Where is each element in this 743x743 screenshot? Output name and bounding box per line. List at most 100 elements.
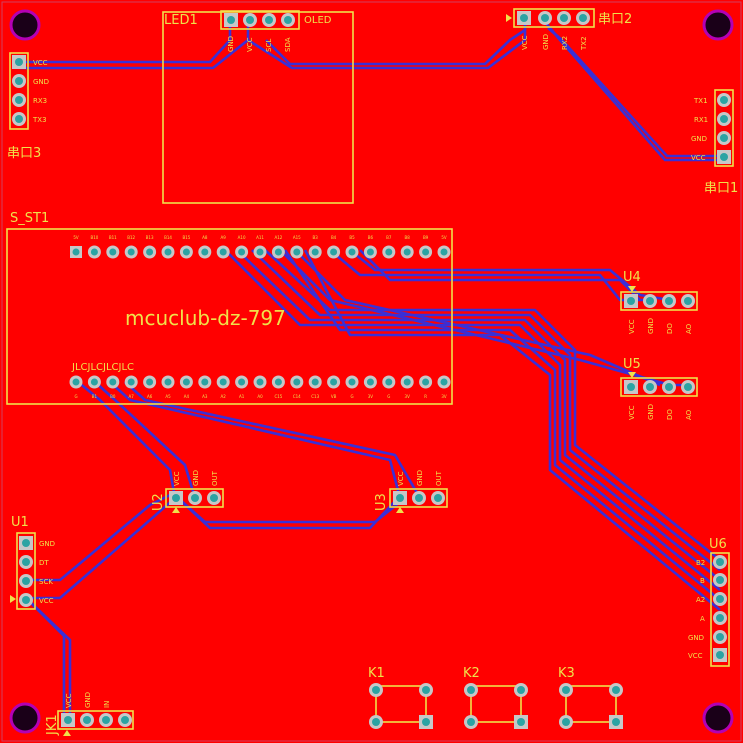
s-st1-top-pin-label-21: 5V bbox=[441, 235, 447, 240]
led1-pin-3: SCL bbox=[265, 39, 273, 52]
uart2-pin-3: RX2 bbox=[561, 36, 569, 50]
u1-pin-1: GND bbox=[39, 540, 55, 548]
s-st1-top-pin-label-20: B9 bbox=[423, 235, 429, 240]
uart1-ref: 串口1 bbox=[704, 181, 738, 196]
s-st1-top-pin-label-8: A8 bbox=[202, 235, 208, 240]
s-st1-top-pin-hole-14 bbox=[311, 248, 319, 256]
mounting-holes bbox=[9, 9, 734, 734]
component-u3: U3 VCC GND OUT bbox=[374, 470, 448, 513]
component-u4: U4 VCC GND DO AO bbox=[620, 270, 698, 334]
s-st1-top-pin-hole-6 bbox=[164, 248, 172, 256]
u1-pin-2: DT bbox=[39, 559, 49, 567]
jk1-pin-2: GND bbox=[84, 692, 92, 708]
uart1-pin-2: RX1 bbox=[694, 116, 708, 124]
s-st1-top-pin-label-7: B15 bbox=[182, 235, 190, 240]
s-st1-bottom-pin-hole-7 bbox=[182, 378, 190, 386]
s-st1-top-pin-hole-11 bbox=[256, 248, 264, 256]
u6-pin-3: A2 bbox=[696, 596, 705, 604]
s-st1-top-pin-label-19: B8 bbox=[405, 235, 411, 240]
mounting-hole-top-left bbox=[9, 9, 41, 41]
s-st1-top-pin-hole-19 bbox=[403, 248, 411, 256]
u2-ref: U2 bbox=[151, 493, 166, 511]
s-st1-top-pin-hole-5 bbox=[146, 248, 154, 256]
s-st1-bottom-pin-label-13: C14 bbox=[293, 394, 301, 399]
s-st1-bottom-pin-label-9: A2 bbox=[221, 394, 227, 399]
led1-ref: LED1 bbox=[164, 13, 198, 28]
s-st1-bottom-pin-label-14: C13 bbox=[311, 394, 319, 399]
uart3-pin-2: GND bbox=[33, 78, 49, 86]
led1-label: OLED bbox=[304, 15, 332, 26]
s-st1-top-pin-label-16: B5 bbox=[349, 235, 355, 240]
s-st1-top-pin-hole-12 bbox=[274, 248, 282, 256]
s-st1-bottom-pin-label-1: G bbox=[74, 394, 77, 399]
s-st1-bottom-pin-hole-20 bbox=[422, 378, 430, 386]
u5-ref: U5 bbox=[623, 357, 641, 372]
component-led1: LED1 OLED GND VCC SCL SDA bbox=[162, 10, 354, 204]
uart2-pin-4: TX2 bbox=[580, 36, 588, 51]
u2-pin-1: VCC bbox=[173, 471, 181, 486]
component-u5: U5 VCC GND DO AO bbox=[620, 357, 698, 420]
mounting-hole-bottom-left bbox=[9, 702, 41, 734]
s-st1-top-pin-label-6: B14 bbox=[164, 235, 172, 240]
s-st1-bottom-pin-label-7: A4 bbox=[184, 394, 190, 399]
component-u1: U1 GND DT SCK VCC bbox=[10, 515, 55, 610]
u1-pin-4: VCC bbox=[39, 597, 54, 605]
s-st1-top-pin-hole-7 bbox=[182, 248, 190, 256]
s-st1-bottom-pin-hole-18 bbox=[385, 378, 393, 386]
s-st1-top-pin-label-2: B10 bbox=[90, 235, 98, 240]
s-st1-bottom-pin-label-5: A6 bbox=[147, 394, 153, 399]
component-uart2: 串口2 VCC GND RX2 TX2 bbox=[506, 8, 632, 51]
s-st1-bottom-pin-hole-5 bbox=[146, 378, 154, 386]
s-st1-top-pin-hole-3 bbox=[109, 248, 117, 256]
s-st1-top-pin-label-18: B7 bbox=[386, 235, 392, 240]
s-st1-bottom-pin-hole-9 bbox=[219, 378, 227, 386]
s-st1-bottom-pin-label-3: B0 bbox=[110, 394, 116, 399]
component-k2: K2 bbox=[463, 666, 528, 729]
s-st1-top-pin-hole-1 bbox=[72, 248, 80, 256]
jk1-pin-3: IN bbox=[103, 701, 111, 708]
jk1-pin-1: VCC bbox=[65, 693, 73, 708]
uart1-pin-3: GND bbox=[691, 135, 707, 143]
s-st1-bottom-pin-label-6: A5 bbox=[165, 394, 171, 399]
s-st1-top-pin-hole-21 bbox=[440, 248, 448, 256]
led1-pads bbox=[224, 13, 295, 27]
u3-pin-3: OUT bbox=[435, 470, 443, 486]
mounting-hole-top-right bbox=[702, 9, 734, 41]
s-st1-label: JLCJLCJLCJLC bbox=[71, 362, 134, 373]
s-st1-top-pin-hole-17 bbox=[366, 248, 374, 256]
k1-ref: K1 bbox=[368, 666, 385, 681]
uart2-pin-1: VCC bbox=[521, 35, 529, 50]
u4-pin-4: AO bbox=[685, 323, 693, 334]
uart1-pin-1: TX1 bbox=[693, 97, 708, 105]
s-st1-bottom-pin-hole-14 bbox=[311, 378, 319, 386]
s-st1-top-pin-hole-10 bbox=[238, 248, 246, 256]
s-st1-bottom-pin-hole-16 bbox=[348, 378, 356, 386]
s-st1-bottom-pin-hole-17 bbox=[366, 378, 374, 386]
led1-pin-2: VCC bbox=[246, 37, 254, 52]
s-st1-bottom-pin-label-15: VB bbox=[331, 394, 337, 399]
u5-pin-1: VCC bbox=[628, 405, 636, 420]
s-st1-top-pin-label-3: B11 bbox=[109, 235, 117, 240]
uart3-pin-3: RX3 bbox=[33, 97, 47, 105]
led1-pin-1: GND bbox=[227, 36, 235, 52]
u4-pin-1: VCC bbox=[628, 319, 636, 334]
s-st1-bottom-pin-hole-13 bbox=[293, 378, 301, 386]
s-st1-top-pin-hole-13 bbox=[293, 248, 301, 256]
s-st1-top-pin-hole-20 bbox=[422, 248, 430, 256]
s-st1-bottom-pin-hole-1 bbox=[72, 378, 80, 386]
u2-pin-3: OUT bbox=[211, 470, 219, 486]
u6-pin-4: A bbox=[700, 615, 705, 623]
s-st1-bottom-pin-hole-19 bbox=[403, 378, 411, 386]
s-st1-top-pin-label-13: A15 bbox=[293, 235, 301, 240]
s-st1-bottom-pin-label-17: 3V bbox=[368, 394, 374, 399]
uart3-ref: 串口3 bbox=[7, 146, 41, 161]
s-st1-top-pin-hole-16 bbox=[348, 248, 356, 256]
s-st1-bottom-pin-hole-3 bbox=[109, 378, 117, 386]
board-title: mcuclub-dz-797 bbox=[125, 306, 286, 330]
s-st1-bottom-pin-hole-2 bbox=[90, 378, 98, 386]
uart1-pin-4: VCC bbox=[691, 154, 706, 162]
u3-pin-1: VCC bbox=[397, 471, 405, 486]
